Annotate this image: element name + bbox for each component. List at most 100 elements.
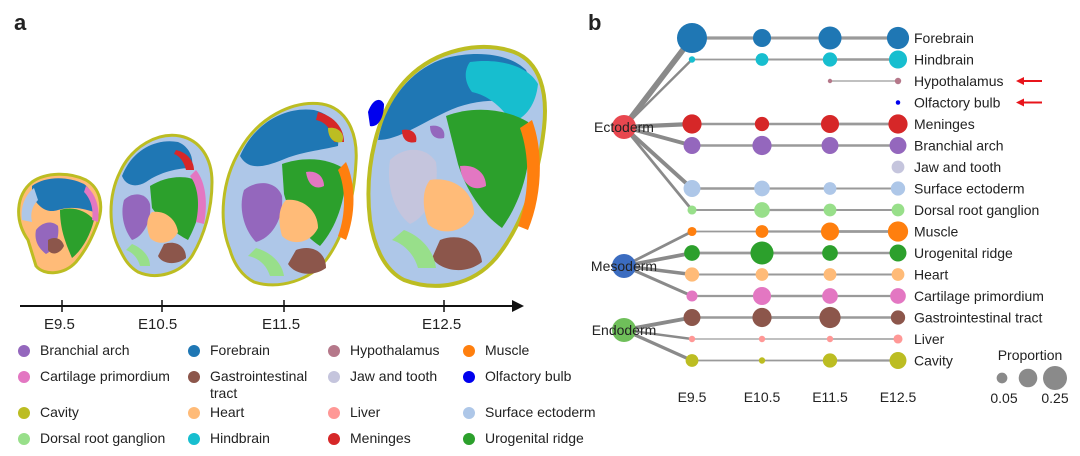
proportion-bubble	[895, 100, 901, 105]
proportion-bubble	[823, 203, 837, 217]
germ-layer-node	[612, 115, 636, 139]
proportion-bubble	[685, 354, 699, 367]
stage-label: E12.5	[422, 316, 462, 333]
proportion-bubble	[894, 77, 902, 85]
legend-swatch	[188, 371, 200, 383]
germ-layer-label: Ectoderm	[594, 119, 654, 135]
size-legend-bubble	[1043, 366, 1067, 390]
embryo-e11-5	[221, 101, 358, 287]
proportion-bubble	[754, 180, 770, 197]
legend-swatch	[463, 433, 475, 445]
proportion-bubble	[891, 160, 905, 174]
proportion-bubble	[755, 53, 769, 66]
proportion-bubble	[890, 288, 906, 304]
legend-swatch	[188, 433, 200, 445]
tissue-label: Dorsal root ganglion	[914, 202, 1039, 218]
legend-swatch	[463, 345, 475, 357]
tissue-label: Surface ectoderm	[914, 181, 1025, 197]
proportion-bubble	[888, 114, 908, 134]
stage-label: E11.5	[812, 389, 848, 405]
embryo-e10-5	[109, 133, 214, 277]
legend-label: Gastrointestinal tract	[210, 368, 308, 401]
timeline-arrowhead	[512, 300, 524, 312]
legend-swatch	[328, 433, 340, 445]
proportion-bubble	[886, 26, 910, 50]
legend-label: Olfactory bulb	[485, 368, 572, 384]
germ-layer-node	[612, 318, 636, 342]
size-legend-bubble	[1018, 368, 1038, 388]
legend-label: Branchial arch	[40, 342, 130, 358]
proportion-bubble	[823, 182, 837, 195]
germ-layer-label: Endoderm	[592, 322, 657, 338]
tissue-label: Liver	[914, 331, 945, 347]
legend-swatch	[188, 407, 200, 419]
tissue-label: Forebrain	[914, 30, 974, 46]
lineage-link	[622, 125, 694, 191]
proportion-bubble	[822, 353, 838, 368]
size-legend-label: 0.25	[1041, 390, 1068, 406]
lineage-link	[622, 230, 694, 268]
proportion-bubble	[890, 181, 906, 196]
proportion-bubble	[818, 26, 842, 50]
legend-swatch	[18, 345, 30, 357]
proportion-bubble	[889, 137, 907, 154]
proportion-bubble	[683, 137, 701, 154]
legend-label: Muscle	[485, 342, 530, 358]
legend-label: Dorsal root ganglion	[40, 430, 166, 446]
legend-label: Meninges	[350, 430, 411, 446]
tissue-label: Urogenital ridge	[914, 245, 1013, 261]
stage-label: E9.5	[44, 316, 75, 333]
proportion-bubble	[822, 288, 838, 304]
proportion-bubble	[755, 225, 769, 238]
proportion-bubble	[826, 335, 834, 343]
proportion-bubble	[755, 268, 769, 281]
proportion-bubble	[676, 22, 708, 54]
germ-layer-node	[612, 254, 636, 278]
proportion-bubble	[891, 203, 905, 217]
tissue-label: Cartilage primordium	[914, 288, 1044, 304]
legend-swatch	[328, 345, 340, 357]
legend-label: Jaw and tooth	[350, 368, 438, 384]
proportion-bubble	[688, 56, 696, 63]
panel-b-letter: b	[588, 10, 602, 35]
lineage-link	[622, 328, 694, 363]
tissue-legend: Branchial arch Forebrain Hypothalamus Muscl…	[18, 338, 598, 452]
proportion-bubble	[684, 245, 700, 261]
stage-label: E10.5	[744, 389, 781, 405]
size-legend-label: 0.05	[990, 390, 1017, 406]
embryo-e12-5	[366, 45, 547, 288]
legend-label: Cavity	[40, 404, 79, 420]
legend-swatch	[18, 433, 30, 445]
embryo-e9-5	[17, 172, 103, 275]
legend-swatch	[18, 407, 30, 419]
lineage-link	[622, 125, 694, 212]
proportion-bubble	[822, 52, 838, 67]
proportion-bubble	[683, 309, 701, 326]
legend-label: Forebrain	[210, 342, 270, 358]
legend-label: Urogenital ridge	[485, 430, 584, 446]
legend-swatch	[328, 371, 340, 383]
proportion-bubble	[820, 222, 840, 241]
proportion-bubble	[891, 268, 905, 281]
proportion-bubble	[684, 267, 700, 282]
tissue-label: Branchial arch	[914, 138, 1004, 154]
proportion-bubble	[889, 352, 907, 369]
proportion-bubble	[754, 202, 770, 218]
tissue-label: Heart	[914, 267, 948, 283]
lineage-link	[621, 35, 695, 130]
lineage-link	[622, 58, 694, 129]
legend-label: Hypothalamus	[350, 342, 440, 358]
proportion-bubble	[888, 50, 908, 69]
proportion-bubble	[752, 135, 772, 156]
tissue-label: Meninges	[914, 116, 975, 132]
legend-label: Cartilage primordium	[40, 368, 170, 384]
legend-label: Liver	[350, 404, 381, 420]
embryo-illustrations	[17, 45, 547, 312]
proportion-bubble	[688, 335, 696, 343]
proportion-bubble	[683, 180, 701, 197]
legend-swatch	[18, 371, 30, 383]
proportion-bubble	[819, 306, 841, 329]
stage-label: E9.5	[678, 389, 707, 405]
proportion-bubble	[752, 286, 772, 306]
